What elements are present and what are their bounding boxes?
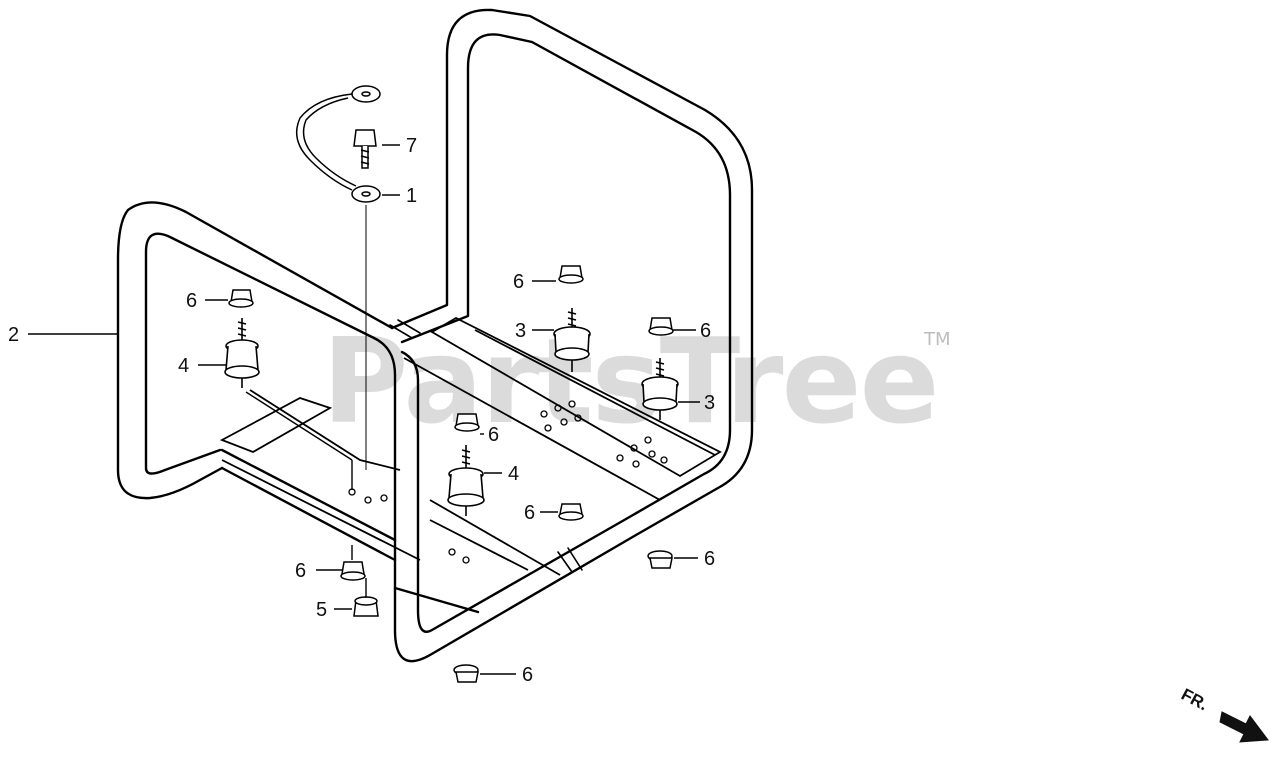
nut-6e: [558, 503, 584, 521]
nut-6b: [558, 265, 584, 284]
leader-lines: [28, 144, 700, 675]
tube-frame: [116, 8, 754, 663]
callout-6-h: 6: [522, 664, 533, 686]
callout-6-f: 6: [704, 548, 715, 570]
mounting-holes: [348, 400, 668, 564]
callout-2: 2: [8, 324, 19, 346]
nut-6c: [648, 317, 674, 336]
callout-5: 5: [316, 599, 327, 621]
mount-rubber-3-left: [553, 308, 591, 372]
watermark-logo: PartsTree: [322, 312, 938, 450]
callout-6-b: 6: [513, 271, 524, 293]
watermark-trademark: TM: [923, 329, 951, 350]
nut-6h: [453, 664, 479, 683]
callout-6-c: 6: [700, 320, 711, 342]
callout-6-d: 6: [488, 424, 499, 446]
bolt-part: [353, 129, 377, 169]
callouts: 7 1 2 6 4 6 3 6 3 6 4 6 6 6 5 6: [8, 135, 715, 686]
mount-rubber-4-left: [224, 318, 260, 388]
flange-nuts: [228, 265, 674, 683]
watermark: PartsTree TM: [322, 312, 951, 450]
front-direction-marker: FR.: [1178, 685, 1269, 743]
nut-6d: [454, 413, 480, 432]
callout-6-e: 6: [524, 502, 535, 524]
nut-6a: [228, 289, 254, 308]
nut-6g: [340, 561, 366, 581]
front-direction-label: FR.: [1178, 685, 1211, 715]
mount-rubber-3-right: [641, 358, 679, 420]
callout-6-a: 6: [186, 290, 197, 312]
callout-4-b: 4: [508, 463, 519, 485]
callout-3-a: 3: [515, 320, 526, 342]
nut-5: [353, 596, 379, 617]
callout-4-a: 4: [178, 355, 189, 377]
front-direction-arrow-icon: [1219, 711, 1269, 743]
callout-7: 7: [406, 135, 417, 157]
base-rails: [219, 316, 722, 576]
nut-6f: [647, 550, 673, 569]
mount-rubber-4-right: [447, 445, 485, 516]
callout-1: 1: [406, 185, 417, 207]
callout-3-b: 3: [704, 392, 715, 414]
ground-wire-part: [295, 85, 381, 470]
callout-6-g: 6: [295, 560, 306, 582]
